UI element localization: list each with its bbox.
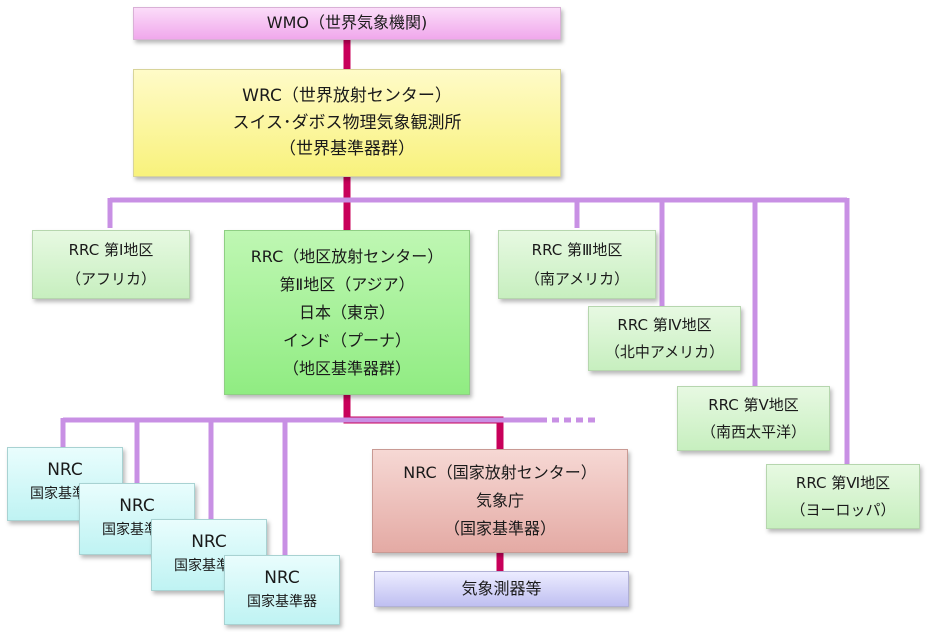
wrc-location: スイス･ダボス物理気象観測所 [232,112,462,133]
rrc-region5-box: RRC 第Ⅴ地区 （南西太平洋） [677,386,830,451]
rrc-center-india: インド（プーナ） [282,330,411,350]
nrc-stack-box: NRC 国家基準器 [224,555,340,625]
rrc-region5-title: RRC 第Ⅴ地区 [708,396,799,415]
rrc-region4-area: （北中アメリカ） [604,342,725,361]
instruments-label: 気象測器等 [461,578,542,598]
wmo-box: WMO（世界気象機関) [133,7,561,40]
nrc-jma-title: NRC（国家放射センター） [403,463,597,482]
rrc-region4-box: RRC 第Ⅳ地区 （北中アメリカ） [588,306,741,371]
rrc-region1-box: RRC 第Ⅰ地区 （アフリカ） [32,230,190,299]
nrc-stack-title: NRC [119,496,155,516]
nrc-stack-title: NRC [47,460,83,480]
rrc-center-box: RRC（地区放射センター） 第Ⅱ地区（アジア） 日本（東京） インド（プーナ） … [224,230,470,395]
wrc-standards: （世界基準器群） [279,139,415,160]
rrc-center-japan: 日本（東京） [298,302,395,322]
instruments-box: 気象測器等 [374,571,629,607]
rrc-region3-box: RRC 第Ⅲ地区 （南アメリカ） [498,230,656,299]
nrc-stack-sub: 国家基準器 [247,593,317,610]
nrc-jma-box: NRC（国家放射センター） 気象庁 （国家基準器） [372,449,628,553]
wrc-title: WRC（世界放射センター） [242,86,452,107]
rrc-region3-title: RRC 第Ⅲ地区 [531,241,623,259]
nrc-jma-agency: 気象庁 [475,491,524,510]
wrc-box: WRC（世界放射センター） スイス･ダボス物理気象観測所 （世界基準器群） [133,69,561,177]
rrc-region1-title: RRC 第Ⅰ地区 [68,241,154,259]
rrc-region6-area: （ヨーロッパ） [790,500,896,519]
rrc-region5-area: （南西太平洋） [700,422,806,441]
rrc-center-standards: （地区基準器群） [282,358,411,378]
rrc-region3-area: （南アメリカ） [524,269,630,288]
rrc-center-region: 第Ⅱ地区（アジア） [279,274,415,294]
branch-lines [60,197,850,558]
nrc-jma-standard: （国家基準器） [443,519,556,538]
nrc-stack-title: NRC [264,568,300,588]
rrc-region6-box: RRC 第Ⅵ地区 （ヨーロッパ） [766,464,920,529]
wmo-label: WMO（世界気象機関) [266,13,428,33]
rrc-center-title: RRC（地区放射センター） [250,246,444,266]
rrc-region6-title: RRC 第Ⅵ地区 [795,474,891,493]
rrc-region4-title: RRC 第Ⅳ地区 [617,316,712,335]
nrc-stack-title: NRC [191,532,227,552]
rrc-region1-area: （アフリカ） [65,269,156,288]
